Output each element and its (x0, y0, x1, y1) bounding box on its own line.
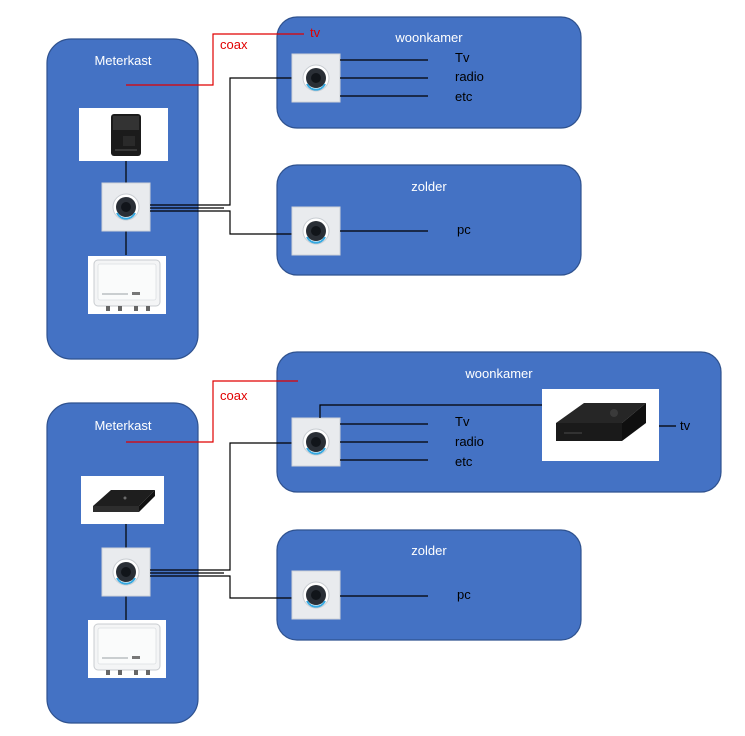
zolder-output-pc-2: pc (457, 587, 471, 602)
woonkamer-output-etc-2: etc (455, 454, 473, 469)
zolder-panel-2 (276, 529, 582, 641)
woonkamer-adapter-icon-2 (291, 417, 341, 467)
woonkamer-output-etc-1: etc (455, 89, 473, 104)
zolder-panel-1 (276, 164, 582, 276)
powerline-adapter-icon (101, 182, 151, 232)
tv-label-1: tv (310, 25, 321, 40)
zolder-output-pc-1: pc (457, 222, 471, 237)
zolder-title-2: zolder (411, 543, 447, 558)
woonkamer-adapter-icon (291, 53, 341, 103)
woonkamer-panel-1 (276, 16, 582, 129)
meterkast-title-1: Meterkast (94, 53, 151, 68)
woonkamer-output-tv-2: Tv (455, 414, 470, 429)
powerline-adapter-icon-2 (101, 547, 151, 597)
coax-wire-1 (126, 33, 304, 86)
zolder-adapter-icon (291, 206, 341, 256)
coax-label-1: coax (220, 37, 248, 52)
woonkamer-output-tv-1: Tv (455, 50, 470, 65)
wire-to-woonkamer-1 (150, 77, 293, 206)
settop-box-icon (542, 389, 659, 461)
modem-icon (79, 108, 168, 161)
settop-tv-label: tv (680, 418, 691, 433)
woonkamer-title-2: woonkamer (464, 366, 533, 381)
woonkamer-output-radio-1: radio (455, 69, 484, 84)
diagram-2: Meterkast woonkamer zolder coax (46, 351, 722, 724)
wire-to-woonkamer-2 (150, 442, 293, 571)
wire-to-zolder-1 (150, 210, 293, 235)
meter-box-icon-2 (87, 619, 167, 679)
router-icon (81, 476, 164, 524)
diagram-1: Meterkast woonkamer zolder coax tv (46, 16, 582, 360)
meterkast-title-2: Meterkast (94, 418, 151, 433)
zolder-adapter-icon-2 (291, 570, 341, 620)
coax-label-2: coax (220, 388, 248, 403)
woonkamer-output-radio-2: radio (455, 434, 484, 449)
meter-box-icon (87, 255, 167, 315)
zolder-title-1: zolder (411, 179, 447, 194)
coax-wire-2 (126, 380, 298, 443)
woonkamer-title-1: woonkamer (394, 30, 463, 45)
wire-to-zolder-2 (150, 575, 293, 599)
